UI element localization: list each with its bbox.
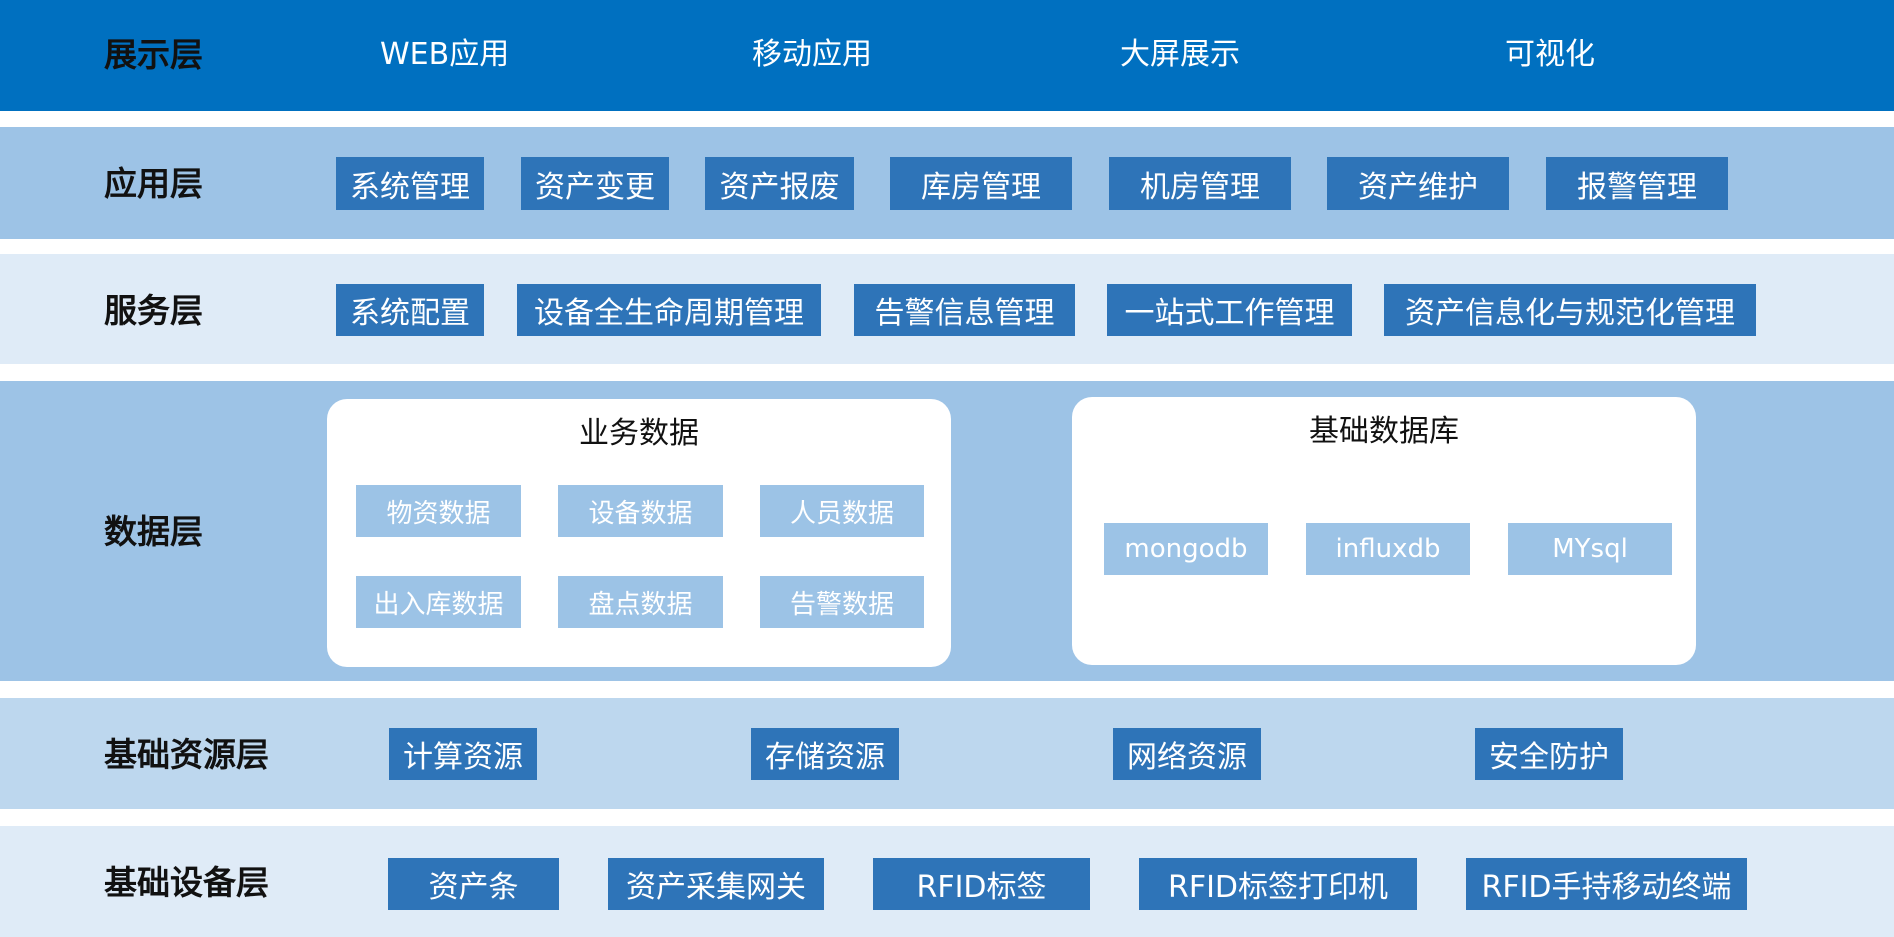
device-layer-title: 基础设备层 xyxy=(104,863,269,902)
service-layer-title: 服务层 xyxy=(104,291,203,330)
device-item-rfid-handheld: RFID手持移动终端 xyxy=(1466,858,1747,910)
business-chip-personnel: 人员数据 xyxy=(760,485,924,537)
application-layer-band: 应用层 系统管理 资产变更 资产报废 库房管理 机房管理 资产维护 报警管理 xyxy=(0,127,1894,239)
resource-layer-title: 基础资源层 xyxy=(104,735,269,774)
data-layer-title: 数据层 xyxy=(104,512,203,551)
application-item-asset-maintenance: 资产维护 xyxy=(1327,157,1509,210)
resource-item-security: 安全防护 xyxy=(1475,728,1623,780)
presentation-item-mobile: 移动应用 xyxy=(752,37,872,72)
resource-layer-band: 基础资源层 计算资源 存储资源 网络资源 安全防护 xyxy=(0,698,1894,809)
resource-item-network: 网络资源 xyxy=(1113,728,1261,780)
presentation-item-visualization: 可视化 xyxy=(1505,37,1595,72)
base-database-title: 基础数据库 xyxy=(1309,414,1459,449)
business-chip-inout: 出入库数据 xyxy=(356,576,521,628)
application-item-system-management: 系统管理 xyxy=(336,157,484,210)
device-item-asset-strip: 资产条 xyxy=(388,858,559,910)
service-item-one-stop-work: 一站式工作管理 xyxy=(1107,284,1352,336)
application-item-machine-room-management: 机房管理 xyxy=(1109,157,1291,210)
base-database-card: 基础数据库 mongodb influxdb MYsql xyxy=(1072,397,1696,665)
presentation-item-big-screen: 大屏展示 xyxy=(1120,37,1240,72)
application-item-warehouse-management: 库房管理 xyxy=(890,157,1072,210)
service-item-device-lifecycle: 设备全生命周期管理 xyxy=(517,284,821,336)
business-chip-equipment: 设备数据 xyxy=(558,485,723,537)
resource-item-storage: 存储资源 xyxy=(751,728,899,780)
application-item-alarm-management: 报警管理 xyxy=(1546,157,1728,210)
service-layer-band: 服务层 系统配置 设备全生命周期管理 告警信息管理 一站式工作管理 资产信息化与… xyxy=(0,254,1894,364)
resource-item-compute: 计算资源 xyxy=(389,728,537,780)
service-item-system-config: 系统配置 xyxy=(336,284,484,336)
business-chip-materials: 物资数据 xyxy=(356,485,521,537)
device-item-gateway: 资产采集网关 xyxy=(608,858,824,910)
device-item-rfid-printer: RFID标签打印机 xyxy=(1139,858,1417,910)
device-item-rfid-tag: RFID标签 xyxy=(873,858,1090,910)
business-data-card: 业务数据 物资数据 设备数据 人员数据 出入库数据 盘点数据 告警数据 xyxy=(327,399,951,667)
application-item-asset-change: 资产变更 xyxy=(521,157,669,210)
business-chip-inventory: 盘点数据 xyxy=(558,576,723,628)
presentation-layer-band: 展示层 WEB应用 移动应用 大屏展示 可视化 xyxy=(0,0,1894,111)
business-chip-alarm: 告警数据 xyxy=(760,576,924,628)
service-item-asset-informatization: 资产信息化与规范化管理 xyxy=(1384,284,1756,336)
database-chip-influxdb: influxdb xyxy=(1306,523,1470,575)
presentation-item-web: WEB应用 xyxy=(380,37,510,72)
business-data-title: 业务数据 xyxy=(579,416,699,451)
device-layer-band: 基础设备层 资产条 资产采集网关 RFID标签 RFID标签打印机 RFID手持… xyxy=(0,826,1894,937)
data-layer-band: 数据层 业务数据 物资数据 设备数据 人员数据 出入库数据 盘点数据 告警数据 … xyxy=(0,381,1894,681)
database-chip-mysql: MYsql xyxy=(1508,523,1672,575)
database-chip-mongodb: mongodb xyxy=(1104,523,1268,575)
application-layer-title: 应用层 xyxy=(104,164,203,203)
application-item-asset-scrap: 资产报废 xyxy=(705,157,854,210)
service-item-alarm-info-management: 告警信息管理 xyxy=(854,284,1075,336)
presentation-layer-title: 展示层 xyxy=(104,35,203,74)
